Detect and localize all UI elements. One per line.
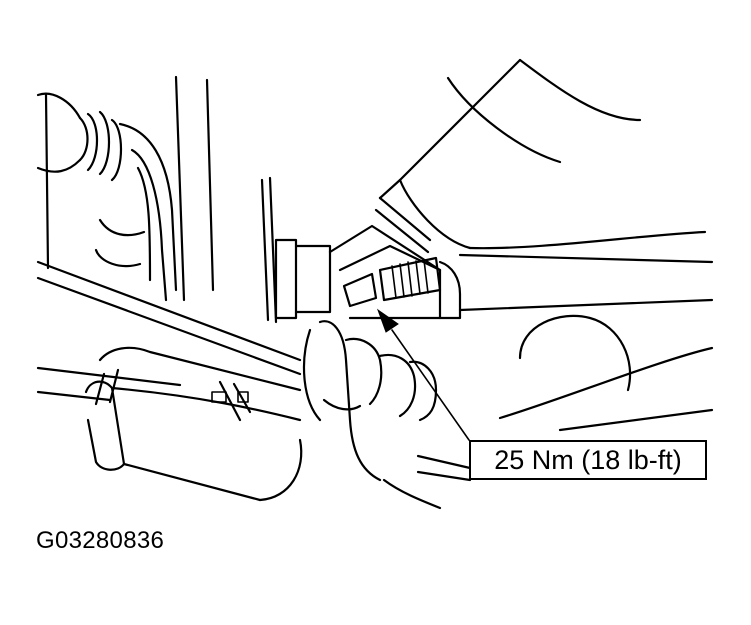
figure-id: G03280836 — [36, 527, 165, 554]
connector — [84, 346, 303, 502]
fitting-assembly — [274, 224, 714, 320]
torque-callout: 25 Nm (18 lb-ft) — [469, 440, 707, 480]
frame-rail — [36, 260, 302, 402]
tool-body — [374, 58, 707, 254]
background-frame — [44, 75, 278, 324]
round-component — [498, 314, 714, 432]
hand — [302, 320, 472, 510]
leader-arrow — [376, 308, 470, 441]
wiring-harness — [36, 92, 178, 302]
